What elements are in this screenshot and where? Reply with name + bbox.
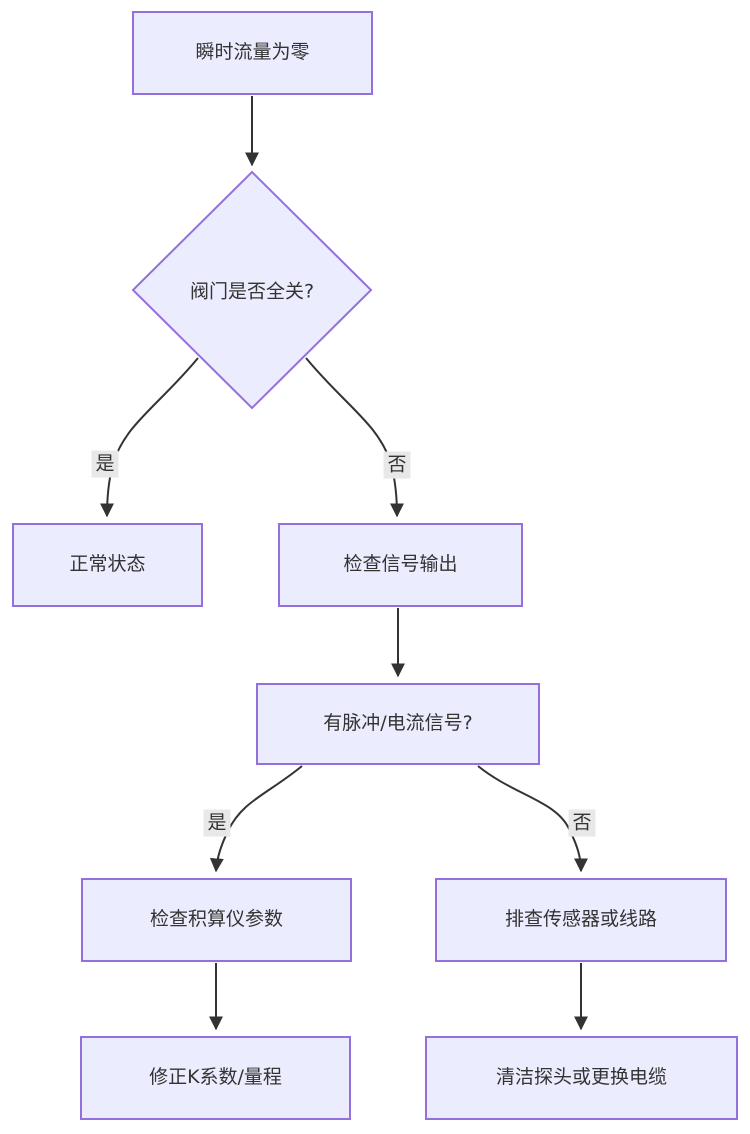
edge-label-valve-yes: 是 (91, 450, 119, 478)
node-check-totalizer-params: 检查积算仪参数 (81, 878, 352, 962)
node-clean-probe-replace-cable: 清洁探头或更换电缆 (425, 1036, 738, 1120)
edge-label-signal-yes: 是 (203, 809, 231, 837)
edge-valve-yes-to-normal (100, 357, 199, 518)
node-valve-question-label: 阀门是否全关? (189, 280, 315, 303)
edge-signal-no-to-sensor (477, 765, 588, 873)
edge-valve-no-to-check-signal (305, 357, 404, 518)
node-start: 瞬时流量为零 (132, 11, 373, 95)
edge-label-signal-no: 否 (568, 809, 596, 837)
node-normal-state: 正常状态 (12, 523, 203, 607)
decision-diamond-valve (131, 170, 373, 410)
node-signal-question: 有脉冲/电流信号? (256, 683, 540, 765)
node-check-sensor-wiring: 排查传感器或线路 (435, 878, 727, 962)
node-fix-k-factor-range: 修正K系数/量程 (80, 1036, 351, 1120)
edge-label-valve-no: 否 (383, 451, 411, 479)
node-check-signal-output: 检查信号输出 (278, 523, 523, 607)
